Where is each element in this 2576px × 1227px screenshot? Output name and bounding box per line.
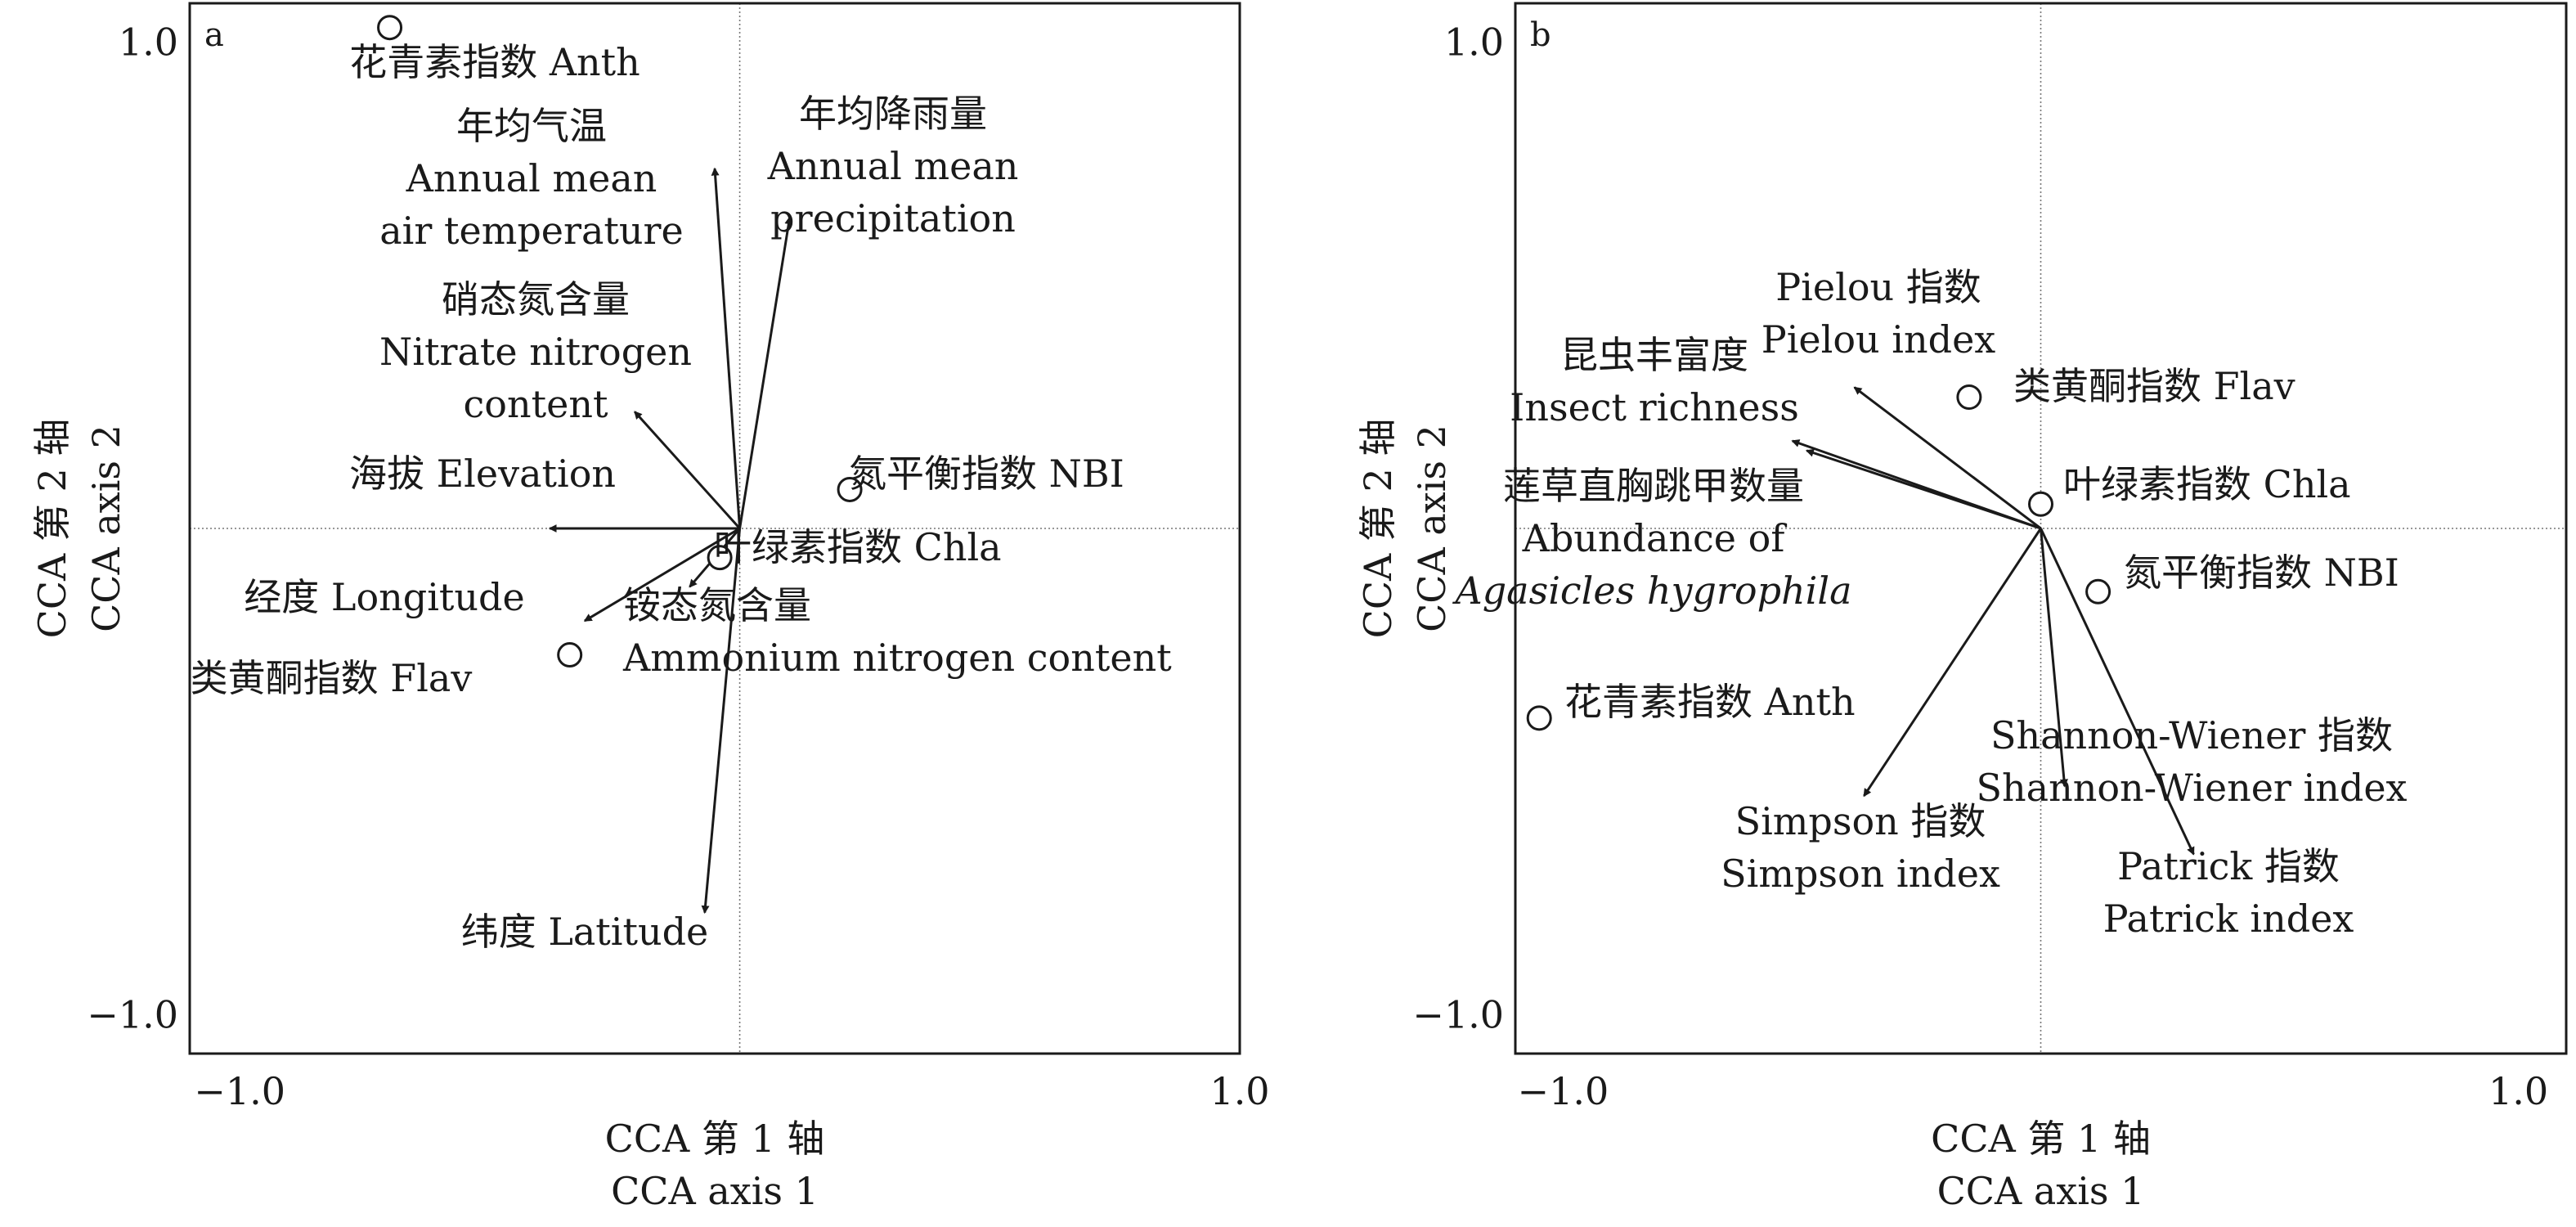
point-label: 花青素指数 Anth — [349, 40, 640, 84]
sample-point — [2085, 578, 2112, 605]
point-label: 类黄酮指数 Flav — [191, 656, 473, 700]
vector-label: Simpson 指数 — [1735, 799, 1986, 843]
vector-label: Patrick index — [2103, 897, 2354, 941]
point-label: 氮平衡指数 NBI — [849, 452, 1124, 496]
sample-point — [2028, 491, 2053, 517]
point-label: 叶绿素指数 Chla — [714, 525, 1002, 569]
x-tick-label: 1.0 — [2488, 1069, 2548, 1113]
vector-label: content — [464, 382, 608, 426]
vector-label: 经度 Longitude — [244, 575, 524, 619]
vector-label: Pielou index — [1761, 317, 1996, 362]
vector-arrow — [2040, 528, 2068, 788]
point-label: 叶绿素指数 Chla — [2063, 462, 2351, 506]
vector-label: Annual mean — [767, 144, 1019, 188]
vector-label: Abundance of — [1522, 516, 1788, 560]
vector-arrow — [738, 216, 793, 529]
vector-label: 莲草直胸跳甲数量 — [1503, 464, 1804, 508]
sample-point — [1956, 384, 1982, 410]
vector-label: 昆虫丰富度 — [1560, 333, 1748, 377]
x-axis-title: CCA axis 1 — [1937, 1169, 2145, 1213]
vector-arrow — [711, 167, 742, 529]
panel-letter: b — [1530, 16, 1551, 54]
vector-label: Shannon-Wiener index — [1977, 766, 2408, 810]
plot-frame — [188, 2, 1241, 1055]
vector-label: air temperature — [379, 209, 683, 253]
sample-point — [837, 476, 863, 502]
y-tick-label: 1.0 — [119, 20, 178, 65]
sample-point — [557, 642, 583, 668]
vector-label: Insect richness — [1510, 385, 1799, 429]
point-label: 氮平衡指数 NBI — [2124, 551, 2399, 595]
point-label: 花青素指数 Anth — [1564, 680, 1856, 724]
vector-label: Nitrate nitrogen — [379, 330, 692, 374]
vector-label: 海拔 Elevation — [349, 452, 616, 496]
x-axis-title: CCA 第 1 轴 — [1931, 1117, 2151, 1161]
vector-label: 年均降雨量 — [799, 92, 987, 136]
x-tick-label: −1.0 — [194, 1069, 285, 1113]
vector-label: Agasicles hygrophila — [1452, 569, 1852, 613]
sample-point — [707, 545, 733, 571]
vector-arrow — [2040, 528, 2195, 856]
y-axis-title: CCA 第 2 轴 — [1356, 419, 1400, 639]
x-axis-title: CCA axis 1 — [611, 1169, 819, 1213]
point-label: 类黄酮指数 Flav — [2013, 364, 2296, 408]
vector-arrow — [1863, 528, 2042, 798]
plot-frame — [1514, 2, 2568, 1055]
sample-point — [1526, 705, 1552, 731]
vector-arrow — [1805, 448, 2041, 530]
vector-arrow — [634, 411, 741, 530]
vector-arrow — [701, 528, 742, 915]
vector-label: Pielou 指数 — [1775, 265, 1981, 309]
x-tick-label: −1.0 — [1518, 1069, 1609, 1113]
vector-arrow — [1853, 386, 2042, 530]
vector-label: Shannon-Wiener 指数 — [1990, 713, 2393, 757]
vector-label: 纬度 Latitude — [461, 910, 709, 954]
vector-label: 硝态氮含量 — [442, 277, 630, 321]
vector-arrow — [583, 527, 741, 622]
vector-label: 铵态氮含量 — [623, 583, 811, 627]
vector-label: Annual mean — [406, 156, 657, 200]
y-axis-title: CCA axis 2 — [84, 425, 128, 632]
vector-label: Ammonium nitrogen content — [622, 636, 1172, 680]
vector-label: Simpson index — [1721, 852, 2000, 896]
y-tick-label: 1.0 — [1444, 20, 1504, 65]
y-axis-title: CCA 第 2 轴 — [30, 419, 74, 639]
vector-label: Patrick 指数 — [2117, 844, 2340, 888]
panel-letter: a — [204, 16, 224, 54]
y-tick-label: −1.0 — [87, 992, 178, 1036]
vector-label: 年均气温 — [456, 104, 607, 148]
y-axis-title: CCA axis 2 — [1410, 425, 1454, 632]
sample-point — [377, 15, 403, 41]
y-tick-label: −1.0 — [1412, 992, 1504, 1036]
vector-label: precipitation — [770, 196, 1016, 240]
x-axis-title: CCA 第 1 轴 — [605, 1117, 825, 1161]
x-tick-label: 1.0 — [1209, 1069, 1269, 1113]
